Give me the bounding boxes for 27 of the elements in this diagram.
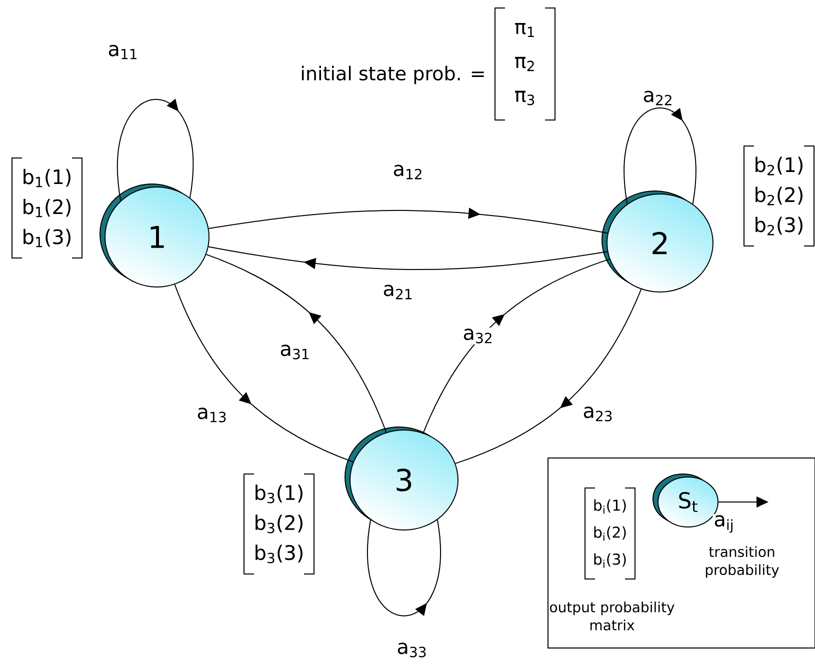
- edge-label: a$_{32}$: [464, 328, 492, 344]
- edge-label: a$_{22}$: [644, 90, 672, 106]
- edge-label: a$_{33}$: [398, 642, 426, 658]
- arrow: [208, 208, 608, 234]
- arrow: [624, 107, 696, 204]
- arrow: [422, 258, 610, 434]
- edge-label: a$_{31}$: [280, 344, 308, 360]
- arrow: [117, 98, 194, 202]
- bracketed-matrix: b$_{2}$(1) b$_{2}$(2) b$_{2}$(3): [744, 146, 814, 246]
- edge-label: a$_{23}$: [584, 406, 612, 422]
- edge-label: a$_{11}$: [108, 44, 136, 60]
- arrow: [367, 519, 441, 616]
- initial-state-label: initial state prob. =: [302, 66, 484, 84]
- arrow: [206, 254, 387, 433]
- edge-label: a$_{12}$: [394, 164, 422, 180]
- arrow: [455, 288, 642, 464]
- bracketed-matrix: b$_{1}$(1) b$_{1}$(2) b$_{1}$(3): [12, 158, 82, 258]
- arrow: [208, 246, 608, 270]
- bracketed-matrix: b$_{3}$(1) b$_{3}$(2) b$_{3}$(3): [244, 473, 314, 574]
- bracketed-matrix: b$_{i}$(1) b$_{i}$(2) b$_{i}$(3): [584, 487, 636, 580]
- legend-text: output probability matrix: [550, 602, 674, 630]
- edge-label: a$_{ij}$: [714, 515, 732, 533]
- legend-text: transition probability: [706, 546, 779, 578]
- arrow: [174, 284, 354, 462]
- edge-label: a$_{21}$: [384, 284, 412, 300]
- bracketed-matrix: π$_{1}$ π$_{2}$ π$_{3}$: [494, 8, 556, 120]
- edge-label: a$_{13}$: [198, 408, 226, 422]
